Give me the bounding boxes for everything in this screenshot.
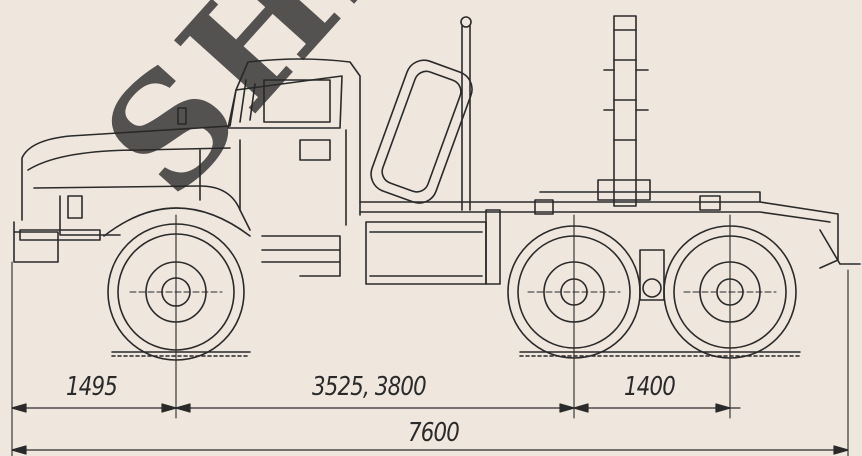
chassis-frame [359,191,861,269]
spare-wheel [370,59,473,204]
ground-line-rear [519,351,801,357]
front-wheel [103,207,251,361]
dimension-line-upper [11,403,741,413]
dimension-line-overall [11,445,849,455]
cab [177,75,347,226]
front-bumper [13,221,59,263]
overall-length-dimension: 7600 [408,418,460,448]
ground-line-front [111,351,251,357]
front-overhang-dimension: 1495 [66,372,118,402]
rear-axle-spacing-dimension: 1400 [624,372,676,402]
wheelbase-dimension: 3525, 3800 [312,372,427,402]
exhaust-pipe [461,25,471,211]
hood [21,58,361,221]
crane-mast [597,15,651,207]
